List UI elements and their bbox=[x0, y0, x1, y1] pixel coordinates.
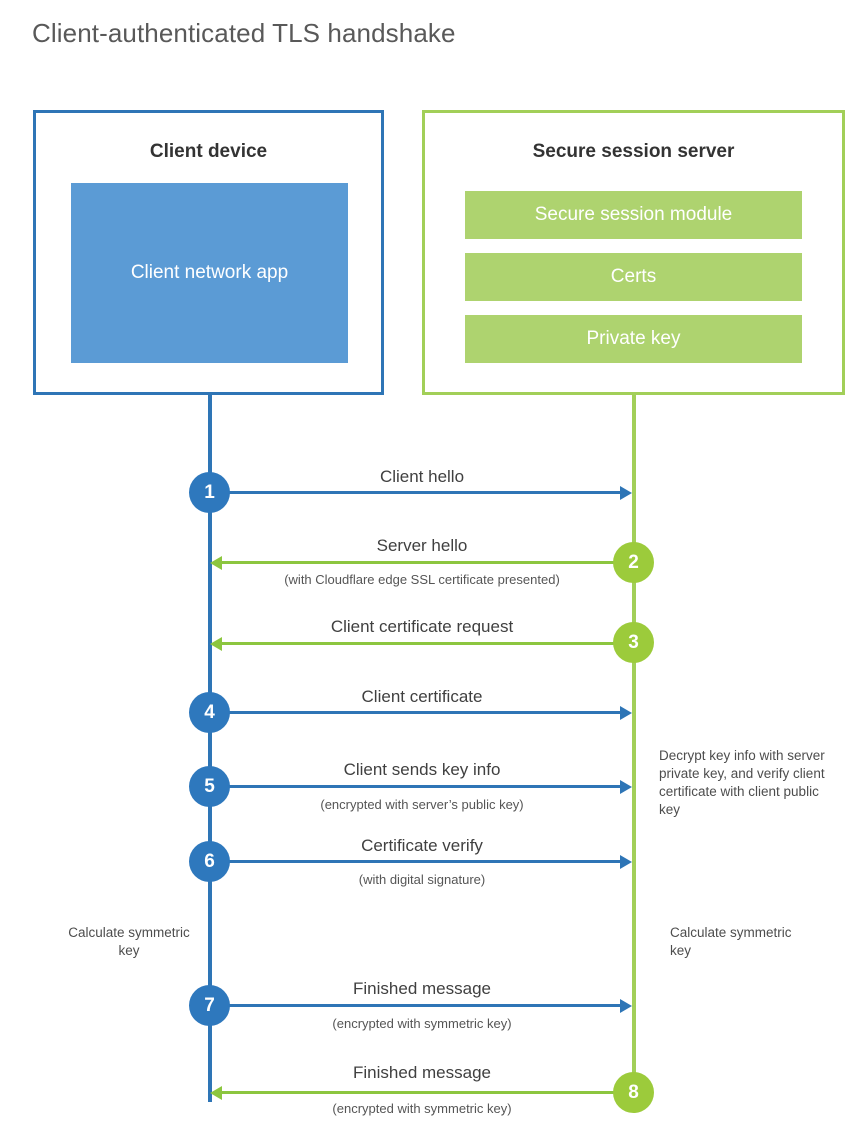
step-2-label: Server hello bbox=[376, 536, 468, 555]
step-6-arrow-head bbox=[620, 855, 632, 869]
server-lifeline bbox=[632, 395, 636, 1093]
step-4-label: Client certificate bbox=[361, 687, 483, 706]
server-calculate-symmetric-key-note: Calculate symmetric key bbox=[670, 925, 792, 958]
client-calculate-symmetric-key-note: Calculate symmetric key bbox=[68, 925, 190, 958]
client-lifeline bbox=[208, 395, 212, 1102]
secure-session-server-title: Secure session server bbox=[532, 141, 735, 162]
step-6-label: Certificate verify bbox=[361, 836, 483, 855]
step-8-arrow-head bbox=[210, 1086, 222, 1100]
step-7-sublabel: (encrypted with symmetric key) bbox=[332, 1016, 512, 1031]
step-8-circle[interactable]: 8 bbox=[613, 1072, 654, 1113]
client-device-panel: Client device Client network app bbox=[33, 110, 384, 395]
server-component-certs: Certs bbox=[465, 253, 802, 301]
server-decrypt-note: Decrypt key info with server private key… bbox=[659, 748, 825, 817]
step-7-label: Finished message bbox=[353, 979, 491, 998]
step-4-arrow-line bbox=[210, 711, 622, 714]
step-1-arrow-head bbox=[620, 486, 632, 500]
step-5-label: Client sends key info bbox=[343, 760, 501, 779]
step-8-sublabel: (encrypted with symmetric key) bbox=[332, 1101, 512, 1116]
step-1-circle[interactable]: 1 bbox=[189, 472, 230, 513]
step-3-arrow-line bbox=[222, 642, 634, 645]
step-5-arrow-line bbox=[210, 785, 622, 788]
step-2-circle[interactable]: 2 bbox=[613, 542, 654, 583]
step-7-circle[interactable]: 7 bbox=[189, 985, 230, 1026]
secure-session-server-panel: Secure session server Secure session mod… bbox=[422, 110, 845, 395]
step-3-circle[interactable]: 3 bbox=[613, 622, 654, 663]
step-2-arrow-line bbox=[222, 561, 634, 564]
step-6-circle[interactable]: 6 bbox=[189, 841, 230, 882]
step-4-circle[interactable]: 4 bbox=[189, 692, 230, 733]
step-4-arrow-head bbox=[620, 706, 632, 720]
page-title: Client-authenticated TLS handshake bbox=[32, 18, 456, 48]
step-6-arrow-line bbox=[210, 860, 622, 863]
step-3-arrow-head bbox=[210, 637, 222, 651]
step-7-arrow-line bbox=[210, 1004, 622, 1007]
step-1-label: Client hello bbox=[379, 467, 465, 486]
step-7-arrow-head bbox=[620, 999, 632, 1013]
step-5-circle[interactable]: 5 bbox=[189, 766, 230, 807]
step-1-arrow-line bbox=[210, 491, 622, 494]
step-8-arrow-line bbox=[222, 1091, 634, 1094]
step-8-label: Finished message bbox=[353, 1063, 491, 1082]
server-component-private-key: Private key bbox=[465, 315, 802, 363]
client-network-app-box: Client network app bbox=[71, 183, 348, 363]
step-2-arrow-head bbox=[210, 556, 222, 570]
step-3-label: Client certificate request bbox=[330, 617, 514, 636]
step-5-sublabel: (encrypted with server’s public key) bbox=[320, 797, 524, 812]
client-device-title: Client device bbox=[149, 141, 268, 162]
step-5-arrow-head bbox=[620, 780, 632, 794]
server-component-secure-session-module: Secure session module bbox=[465, 191, 802, 239]
step-6-sublabel: (with digital signature) bbox=[358, 872, 486, 887]
step-2-sublabel: (with Cloudflare edge SSL certificate pr… bbox=[284, 572, 560, 587]
